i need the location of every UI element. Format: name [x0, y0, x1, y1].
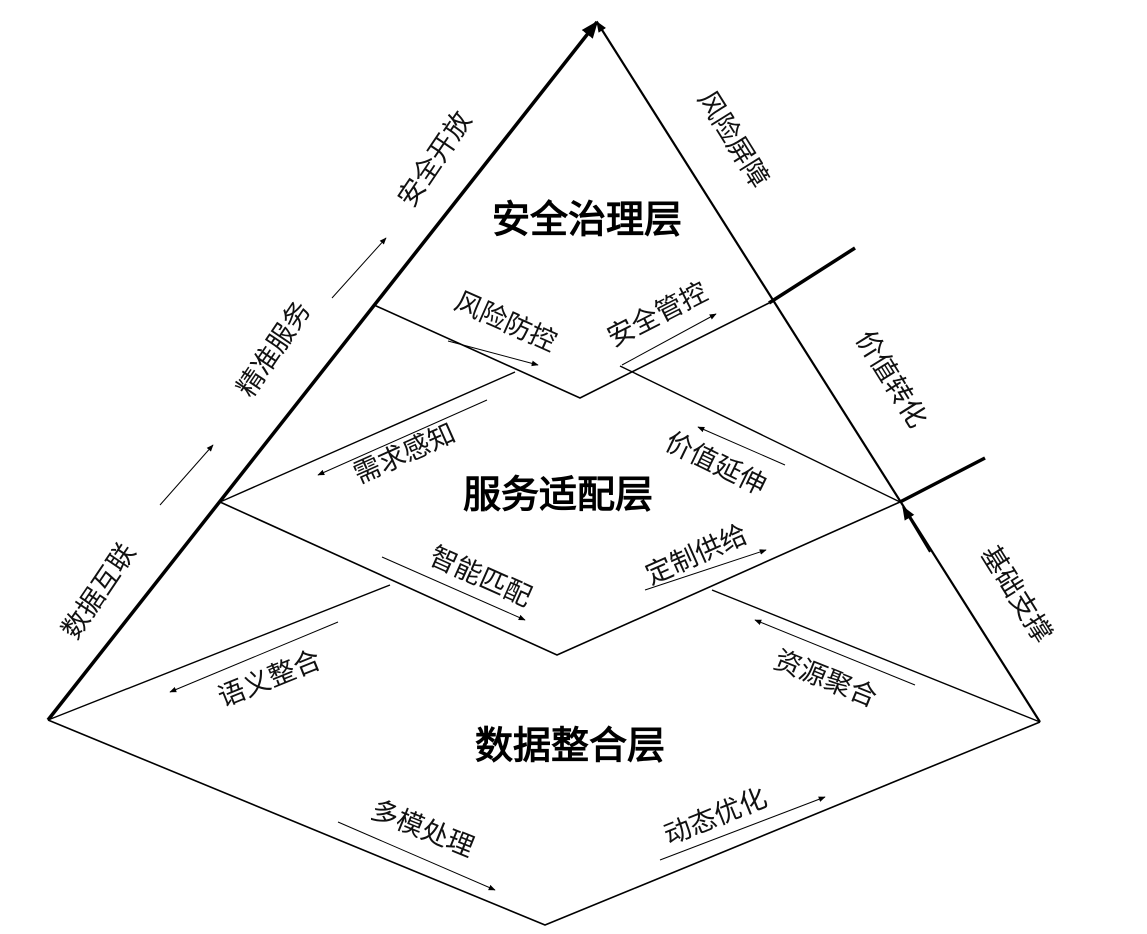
arrow-resource-aggregate — [754, 619, 916, 686]
bottom-layer-front — [47, 719, 1041, 926]
arrow-demand-sense — [317, 399, 488, 476]
layer-titles: 安全治理层 服务适配层 数据整合层 — [463, 198, 682, 768]
arrow-multimodal — [337, 821, 496, 891]
left-edge-arrow — [46, 20, 599, 722]
arrow-security-mgmt — [621, 313, 717, 366]
flow-arrows — [159, 237, 916, 891]
arrow-left-2 — [331, 237, 387, 299]
bottom-layer-back-right — [711, 589, 1041, 723]
edge-labels: 数据互联 精准服务 安全开放 风险屏障 价值转化 基础支撑 — [56, 85, 1057, 648]
bottom-layer-back-left — [47, 584, 391, 721]
arrow-risk-control — [447, 340, 539, 367]
label-multimodal: 多模处理 — [367, 794, 479, 863]
left-label-1: 数据互联 — [56, 538, 142, 645]
right-label-2: 价值转化 — [849, 325, 933, 433]
left-label-2: 精准服务 — [231, 296, 317, 403]
middle-layer-back-right — [619, 365, 901, 503]
right-label-1: 风险屏障 — [691, 85, 775, 193]
layer-title-middle: 服务适配层 — [463, 473, 653, 517]
middle-layer-back-left — [219, 371, 516, 503]
pyramid-outline — [46, 20, 1041, 926]
arrow-smart-match — [381, 556, 526, 621]
middle-layer-extension — [899, 456, 986, 504]
label-value-extend: 价值延伸 — [660, 426, 771, 501]
inner-labels: 风险防控 安全管控 需求感知 价值延伸 智能匹配 定制供给 语义整合 资源聚合 … — [214, 277, 881, 864]
right-edge-arrow — [596, 21, 1041, 723]
middle-layer-front — [219, 501, 901, 656]
label-semantic-integrate: 语义整合 — [214, 644, 326, 713]
layer-title-bottom: 数据整合层 — [475, 724, 665, 768]
label-resource-aggregate: 资源聚合 — [770, 644, 882, 713]
label-demand-sense: 需求感知 — [349, 418, 460, 490]
top-layer-front — [373, 302, 770, 399]
arrow-semantic-integrate — [169, 621, 339, 693]
label-security-mgmt: 安全管控 — [602, 277, 712, 354]
arrow-dynamic-opt — [659, 796, 826, 861]
right-label-3: 基础支撑 — [974, 540, 1058, 648]
arrow-left-1 — [159, 444, 214, 506]
right-edge-up-arrow — [902, 505, 931, 553]
top-layer-extension — [768, 246, 856, 305]
layer-title-top: 安全治理层 — [492, 198, 682, 242]
arrow-value-extend — [697, 426, 786, 466]
left-label-3: 安全开放 — [392, 106, 478, 213]
label-dynamic-opt: 动态优化 — [660, 782, 772, 851]
arrow-custom-supply — [644, 549, 767, 591]
label-custom-supply: 定制供给 — [641, 519, 752, 591]
